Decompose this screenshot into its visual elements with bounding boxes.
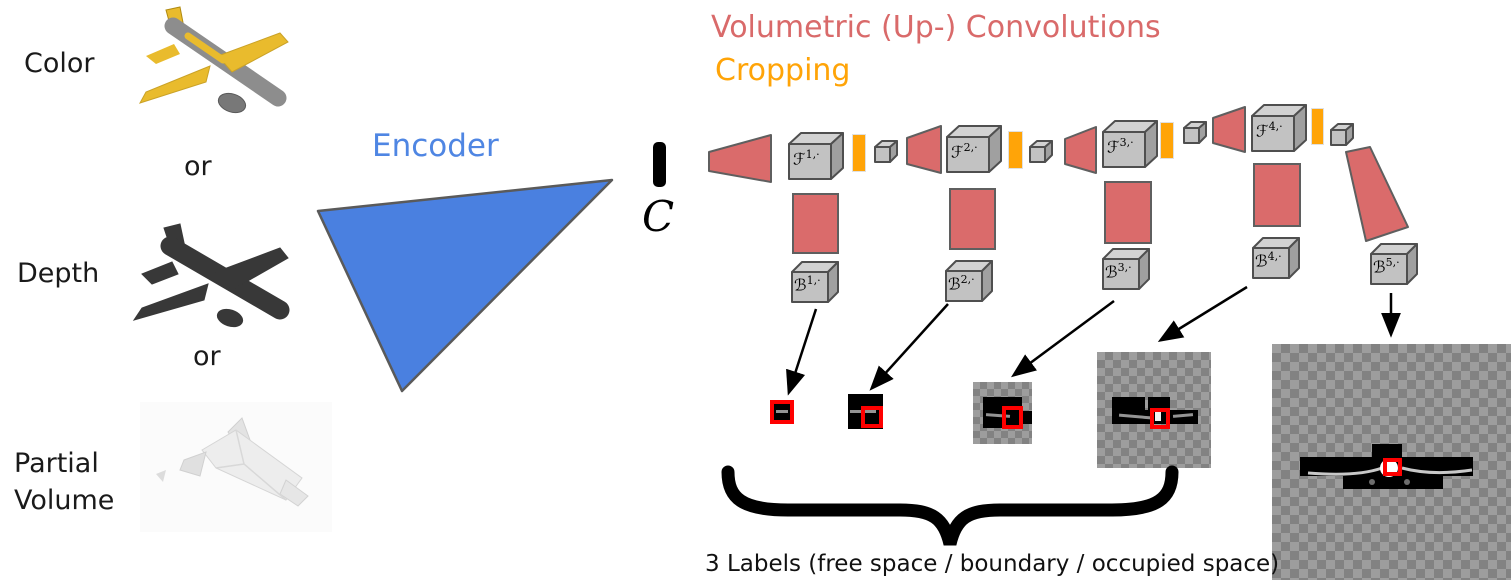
boundary-cube-4: ℬ4,· (1251, 236, 1301, 280)
boundary-cube-2: ℬ2,· (944, 259, 994, 303)
feature-cube-2-label: ℱ2,· (951, 141, 978, 162)
plane-tailplane (146, 44, 180, 64)
crop-slab-1 (852, 134, 866, 172)
slice-arrow-1 (786, 308, 818, 396)
boundary-cube-1: ℬ1,· (790, 260, 840, 304)
cropping-title: Cropping (715, 53, 851, 88)
upconv-trapezoid-5 (1345, 146, 1409, 242)
upconv-trapezoid-3 (1064, 126, 1097, 174)
crop-slab-4 (1311, 108, 1324, 145)
slice-4-highlight-box (1150, 408, 1170, 429)
partial-volume-label-line2: Volume (14, 485, 115, 516)
slice-1-plane-streak (776, 410, 788, 413)
slice-3-highlight-box (1002, 406, 1023, 429)
feature-cube-3-label: ℱ3,· (1107, 136, 1134, 157)
slice-5-black-bottom (1343, 474, 1443, 489)
silhouette-right-wing (215, 247, 289, 291)
upconv-trapezoid-2 (906, 125, 942, 174)
boundary-cube-3: ℬ3,· (1101, 247, 1151, 291)
plane-stripe (184, 32, 227, 64)
crop-slab-2 (1008, 131, 1023, 169)
labels-caption: 3 Labels (free space / boundary / occupi… (705, 551, 1280, 577)
conv-block-2 (949, 188, 996, 250)
boundary-cube-3-label: ℬ3,· (1105, 261, 1132, 282)
prediction-slice-1 (770, 400, 794, 424)
feature-cube-2: ℱ2,· (945, 124, 1003, 174)
plane-engine (217, 92, 247, 114)
boundary-cube-4-label: ℬ4,· (1255, 250, 1282, 271)
underbrace-icon (721, 465, 1179, 546)
slice-5-highlight-box (1383, 458, 1402, 476)
boundary-cube-1-label: ℬ1,· (794, 274, 821, 295)
slice-arrow-2 (869, 303, 949, 391)
plane-right-wing (217, 32, 289, 73)
color-input-label: Color (24, 48, 95, 79)
prediction-slice-3 (973, 382, 1032, 444)
upconv-trapezoid-1 (708, 134, 772, 183)
depth-airplane-image (132, 223, 290, 328)
slice-2-highlight-box (861, 406, 883, 428)
feature-cube-4-label: ℱ4,· (1256, 120, 1283, 141)
boundary-cube-5: ℬ5,· (1369, 242, 1419, 286)
conv-block-3 (1104, 181, 1152, 244)
feature-cube-3: ℱ3,· (1101, 119, 1159, 169)
partial-volume-image (140, 402, 332, 532)
silhouette-left-wing (132, 283, 209, 321)
feature-cube-4: ℱ4,· (1250, 103, 1308, 153)
slice-4-fuselage-dot (1155, 412, 1161, 421)
or-separator-1: or (184, 151, 212, 182)
encoder-label: Encoder (372, 128, 499, 164)
feature-cube-1: ℱ1,· (787, 131, 845, 181)
slice-arrow-4 (1157, 285, 1248, 342)
plane-left-wing (138, 65, 211, 104)
mini-cube-4 (1330, 123, 1354, 146)
boundary-cube-5-label: ℬ5,· (1373, 256, 1400, 277)
latent-code-symbol: C (642, 192, 675, 241)
prediction-slice-5 (1272, 344, 1511, 580)
upconv-trapezoid-4 (1212, 106, 1246, 153)
boundary-cube-2-label: ℬ2,· (948, 273, 975, 294)
prediction-slice-4 (1097, 352, 1211, 468)
feature-cube-1-label: ℱ1,· (793, 148, 820, 169)
slice-5-black-top (1372, 444, 1402, 459)
upconvolution-title: Volumetric (Up-) Convolutions (711, 10, 1161, 45)
mini-cube-1 (874, 140, 898, 163)
or-separator-2: or (193, 341, 221, 372)
conv-block-4 (1253, 163, 1301, 227)
mini-cube-3 (1183, 121, 1207, 144)
latent-code-bar (653, 142, 666, 187)
encoder-triangle (316, 178, 614, 393)
conv-block-1 (792, 193, 839, 254)
mini-cube-2 (1029, 140, 1053, 163)
color-airplane-image (138, 6, 289, 114)
crop-slab-3 (1160, 122, 1174, 159)
partial-volume-label: Partial Volume (14, 445, 114, 519)
partial-volume-label-line1: Partial (14, 448, 99, 479)
depth-input-label: Depth (17, 258, 100, 289)
prediction-slice-2 (848, 394, 883, 429)
slice-3-black-band (1022, 411, 1032, 424)
